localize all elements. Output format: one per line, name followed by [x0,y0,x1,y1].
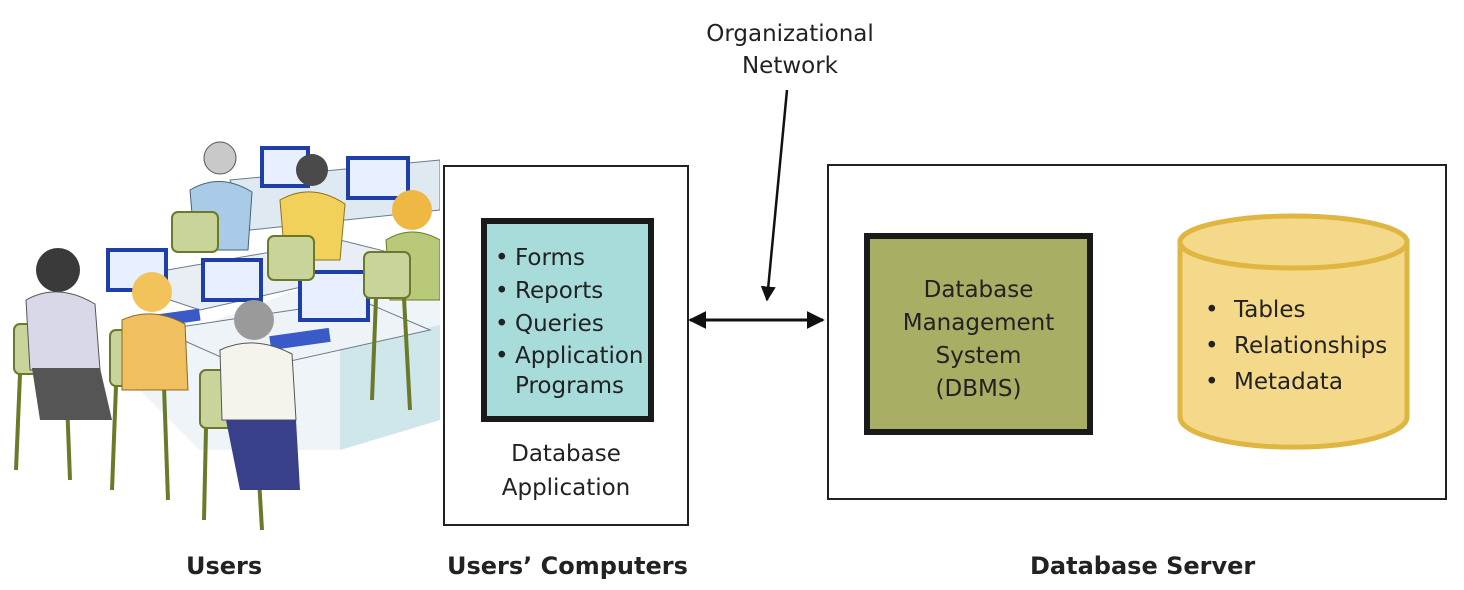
network-label: Organizational Network [700,18,880,82]
caption-line: Application [501,475,631,501]
dbms-label-line: (DBMS) [935,376,1022,402]
users-computers-label: Users’ Computers [447,552,688,580]
list-item: Metadata [1197,364,1387,400]
list-item: Forms [493,242,648,275]
caption-line: Database [511,441,621,467]
list-item: Reports [493,275,648,308]
dbms-label-line: Database [923,277,1034,303]
users-label: Users [186,552,263,580]
application-components-list: Forms Reports Queries Application Progra… [487,224,648,401]
network-label-line: Network [741,53,839,79]
list-item: Relationships [1197,328,1387,364]
list-item: Tables [1197,292,1387,328]
users-illustration [13,141,440,531]
dbms-label-line: System [935,343,1022,369]
database-contents-list: Tables Relationships Metadata [1197,292,1387,400]
dbms-box: Database Management System (DBMS) [864,233,1093,435]
network-label-line: Organizational [706,21,874,47]
network-pointer-arrow [760,89,789,302]
list-item: Queries [493,308,648,341]
database-server-label: Database Server [1030,552,1256,580]
dbms-label-line: Management [902,310,1055,336]
users-computer-frame: Forms Reports Queries Application Progra… [443,165,689,526]
application-components-box: Forms Reports Queries Application Progra… [481,218,654,422]
database-application-caption: Database Application [445,437,687,505]
list-item: Application Programs [493,341,648,401]
